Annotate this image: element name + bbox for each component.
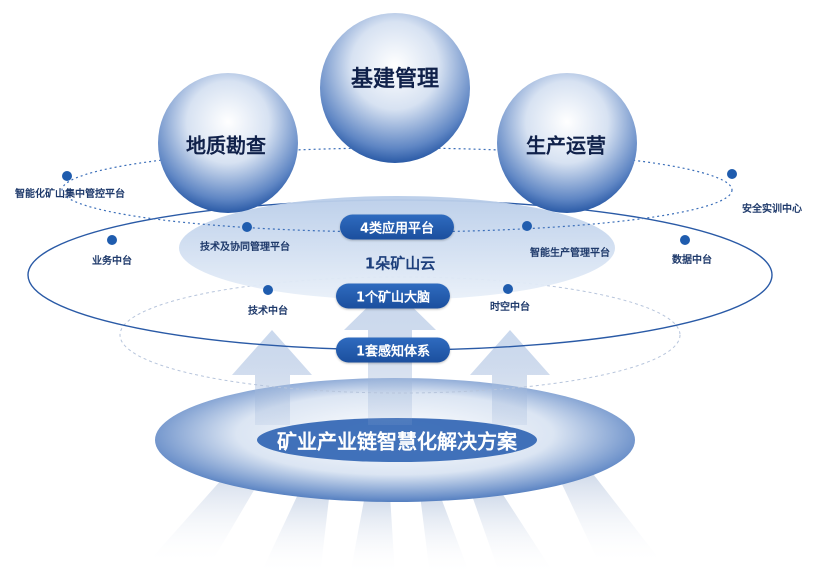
dot-data-center: [680, 235, 690, 245]
sphere-top-label: 基建管理: [350, 67, 440, 92]
node-spacetime-center-label: 时空中台: [490, 302, 530, 313]
sphere-left-label: 地质勘查: [186, 133, 266, 158]
dot-smart-production: [522, 221, 532, 231]
dot-safety-training: [727, 169, 737, 179]
node-mine-control-label: 智能化矿山集中管控平台: [15, 189, 125, 200]
sphere-top: [320, 13, 470, 163]
cloud-disk: [179, 196, 615, 300]
dot-spacetime-center: [503, 284, 513, 294]
cloud-label: 1朵矿山云: [364, 254, 436, 273]
sensing-pill: 1套感知体系: [335, 337, 451, 363]
orbit-ring: [61, 147, 733, 233]
dot-business-center: [107, 235, 117, 245]
solution-label: 矿业产业链智慧化解决方案: [277, 429, 517, 454]
node-tech-center-label: 技术中台: [248, 306, 288, 317]
brain-pill: 1个矿山大脑: [335, 283, 451, 309]
sphere-right-label: 生产运营: [526, 133, 606, 158]
node-safety-training-label: 安全实训中心: [742, 204, 802, 215]
apps-pill: 4类应用平台: [339, 214, 455, 240]
sphere-left: [158, 73, 298, 213]
node-business-center-label: 业务中台: [92, 256, 132, 267]
sphere-right: [497, 73, 637, 213]
node-tech-collab-label: 技术及协同管理平台: [200, 242, 290, 253]
dot-tech-collab: [242, 222, 252, 232]
dot-mine-control: [62, 171, 72, 181]
dot-tech-center: [263, 285, 273, 295]
node-smart-production-label: 智能生产管理平台: [530, 248, 610, 259]
node-data-center-label: 数据中台: [672, 255, 712, 266]
base-rays: [150, 470, 660, 575]
base-label-band: [257, 418, 537, 462]
